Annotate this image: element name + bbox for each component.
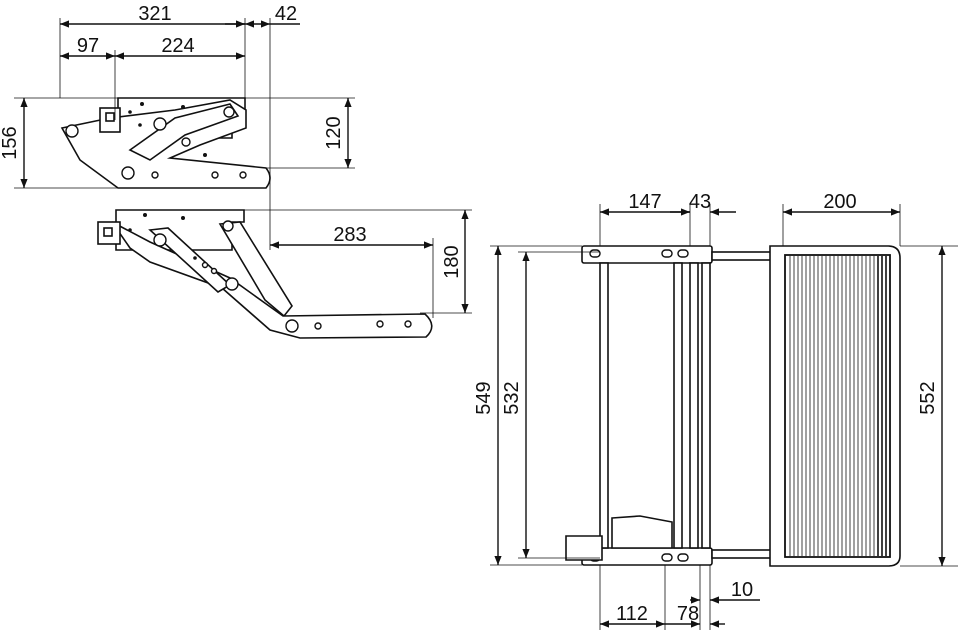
dim-97: 97 bbox=[77, 35, 99, 57]
dim-112: 112 bbox=[616, 603, 648, 625]
dim-156: 156 bbox=[0, 126, 21, 159]
dimension-lines-top bbox=[14, 18, 355, 250]
side-view-retracted bbox=[60, 97, 271, 189]
dim-120: 120 bbox=[323, 116, 345, 149]
dimension-lines-extended bbox=[244, 209, 472, 318]
dim-549: 549 bbox=[473, 381, 495, 414]
dim-552: 552 bbox=[917, 381, 939, 414]
dim-321: 321 bbox=[138, 3, 171, 25]
dim-283: 283 bbox=[333, 224, 366, 246]
dim-147: 147 bbox=[628, 191, 661, 213]
dimension-labels: 321 42 97 224 156 120 283 180 147 43 200… bbox=[0, 3, 939, 625]
dim-180: 180 bbox=[441, 245, 463, 278]
side-view-extended bbox=[97, 209, 433, 339]
dim-200: 200 bbox=[823, 191, 856, 213]
dim-532: 532 bbox=[501, 381, 523, 414]
step-tread-lines bbox=[789, 256, 887, 556]
dim-78: 78 bbox=[677, 603, 699, 625]
dimension-lines-plan bbox=[490, 204, 958, 630]
dim-43: 43 bbox=[689, 191, 711, 213]
dim-10: 10 bbox=[731, 579, 753, 601]
dim-42: 42 bbox=[275, 3, 297, 25]
dim-224: 224 bbox=[161, 35, 194, 57]
plan-view bbox=[565, 245, 901, 567]
